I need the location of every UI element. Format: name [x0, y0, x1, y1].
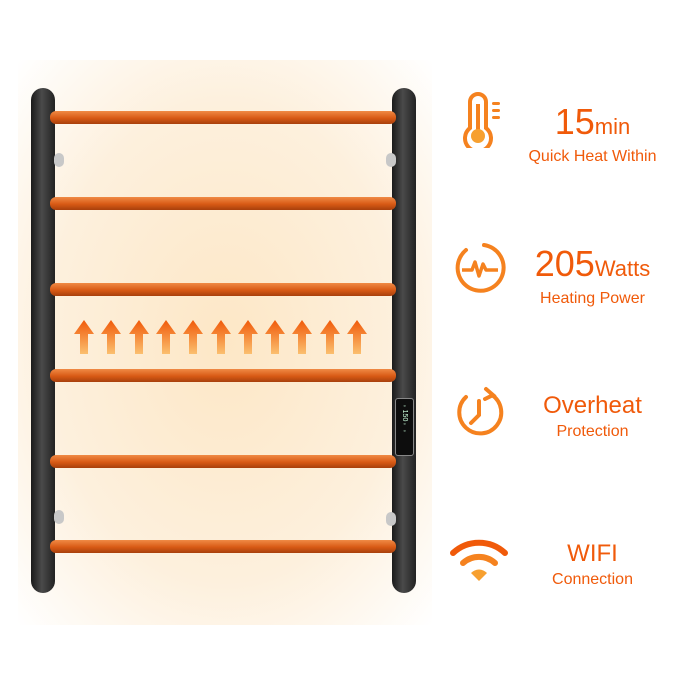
towel-rail — [50, 540, 396, 553]
display-reading: 150 — [401, 409, 408, 422]
feature-unit: Watts — [594, 256, 651, 281]
thermometer-icon — [463, 92, 500, 148]
feature-caption: Heating Power — [540, 290, 645, 307]
feature-title: WIFI — [567, 540, 618, 567]
feature-power: 205Watts Heating Power — [505, 246, 680, 308]
feature-title: Overheat — [543, 392, 642, 419]
towel-rail — [50, 197, 396, 210]
heat-arrow-icon — [74, 320, 94, 354]
towel-rail — [50, 111, 396, 124]
power-pulse-icon — [455, 243, 506, 293]
wall-mount — [386, 153, 396, 167]
heat-arrow-icon — [183, 320, 204, 354]
heat-arrow-icon — [155, 320, 176, 354]
feature-value: 205 — [534, 243, 595, 284]
control-panel: ◦ 150 ◦◦ — [395, 398, 414, 456]
feature-caption: Connection — [552, 571, 633, 588]
overheat-clock-icon — [457, 387, 504, 436]
wall-mount — [386, 512, 396, 526]
towel-rail — [50, 455, 396, 468]
towel-rail — [50, 369, 396, 382]
left-pole — [31, 88, 55, 593]
feature-caption: Protection — [556, 423, 629, 440]
towel-rail — [50, 283, 396, 296]
wall-mount — [54, 510, 64, 524]
wifi-icon — [450, 539, 508, 581]
heat-arrow-icon — [292, 320, 313, 354]
heat-arrow-icon — [319, 320, 340, 354]
feature-wifi: WIFI Connection — [505, 540, 680, 589]
heat-arrow-icon — [237, 320, 258, 354]
wall-mount — [54, 153, 64, 167]
feature-unit: min — [594, 114, 631, 139]
right-pole — [392, 88, 416, 593]
heat-arrow-icon — [128, 320, 149, 354]
heat-arrow-icon — [265, 320, 286, 354]
feature-value: 15 — [554, 101, 595, 142]
heat-arrow-icon — [101, 320, 122, 354]
heat-arrow-icon — [210, 320, 231, 354]
feature-caption: Quick Heat Within — [528, 148, 657, 165]
heat-arrow-icon — [347, 320, 367, 354]
feature-overheat: Overheat Protection — [505, 392, 680, 441]
feature-quick-heat: 15min Quick Heat Within — [505, 104, 680, 166]
